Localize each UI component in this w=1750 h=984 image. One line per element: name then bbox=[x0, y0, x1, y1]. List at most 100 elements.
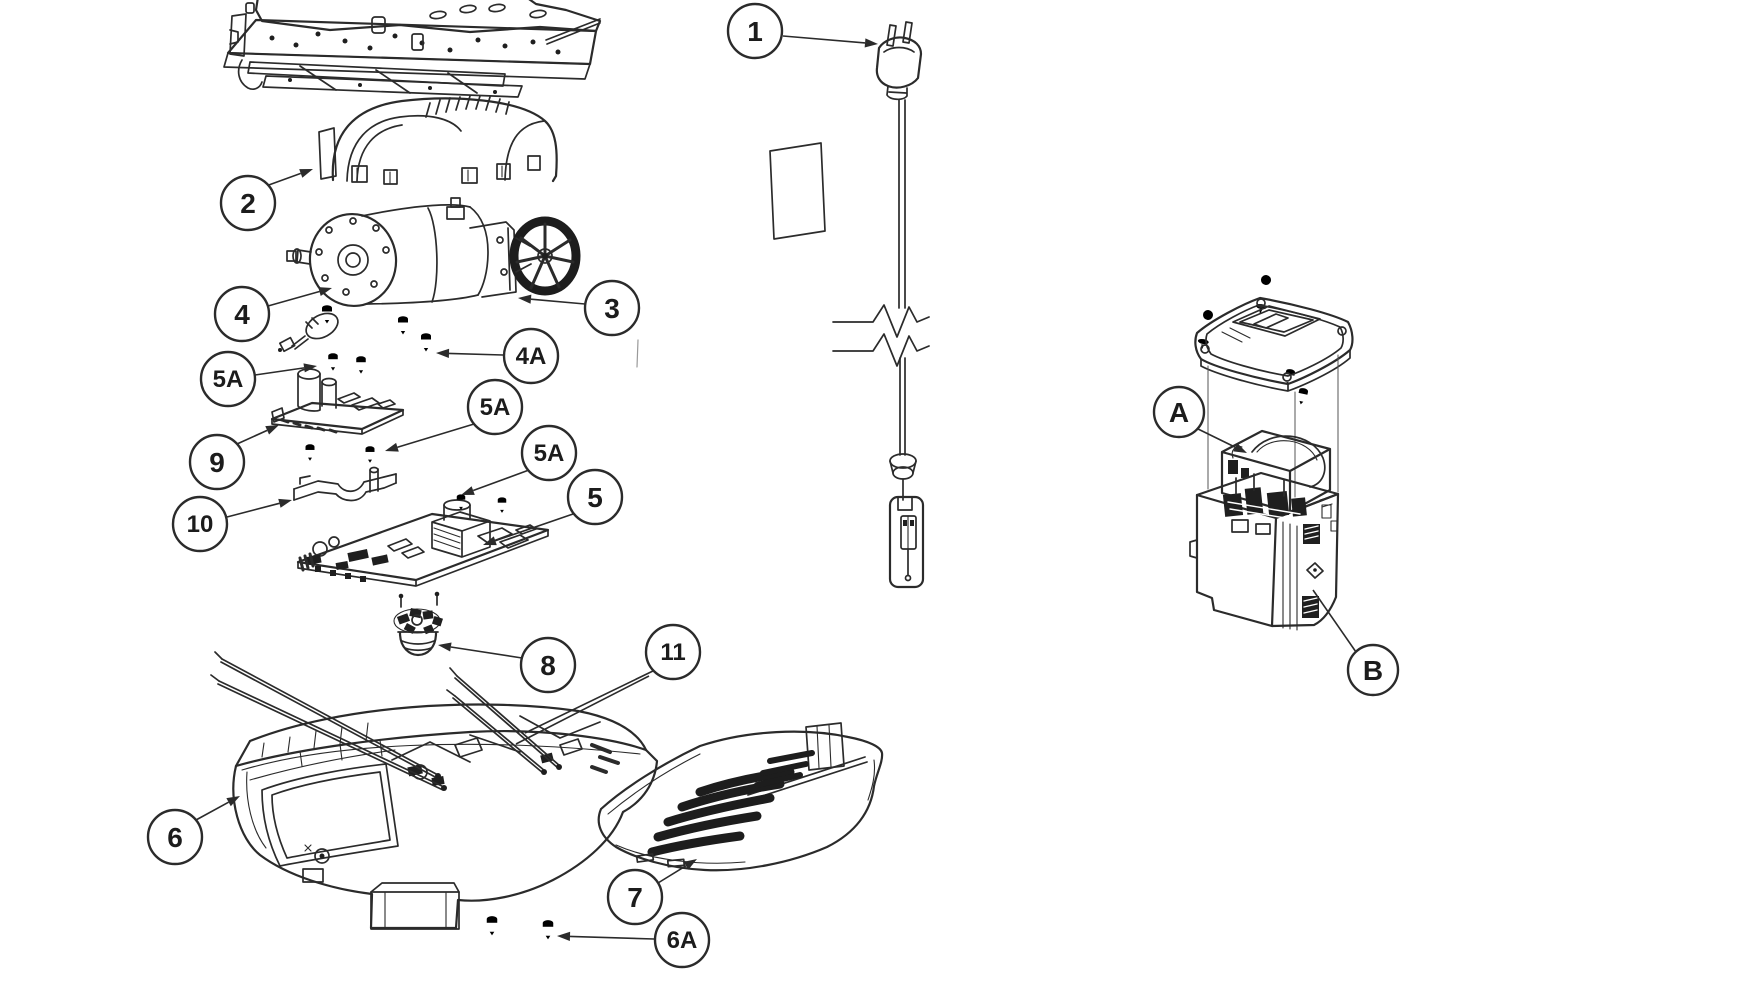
leader-arrowhead bbox=[318, 287, 332, 296]
leader-arrowhead bbox=[385, 442, 399, 452]
screw-5a-6 bbox=[497, 497, 507, 513]
motor-assembly bbox=[278, 197, 581, 353]
line-art bbox=[210, 0, 1354, 940]
callout-3-2: 3 bbox=[518, 279, 641, 337]
callout-circle bbox=[519, 636, 577, 694]
callout-label: 6 bbox=[167, 822, 183, 853]
leader-line bbox=[472, 469, 530, 492]
callout-circle bbox=[583, 279, 641, 337]
leader-arrowhead bbox=[436, 348, 450, 358]
callout-circle bbox=[146, 808, 204, 866]
screw-5a-5 bbox=[456, 494, 466, 510]
callout-label: 5 bbox=[587, 482, 603, 513]
callout-circle bbox=[171, 495, 229, 553]
screw-5a-2 bbox=[356, 356, 366, 374]
callout-circle bbox=[1346, 643, 1400, 697]
callout-label: 4A bbox=[516, 343, 547, 370]
battery-cover bbox=[1194, 296, 1354, 392]
screw-6a-1 bbox=[486, 916, 498, 936]
leader-arrowhead bbox=[226, 796, 240, 807]
leader-line bbox=[515, 675, 650, 745]
leader-arrowhead bbox=[299, 169, 313, 178]
callout-5-10: 5 bbox=[483, 468, 624, 546]
callout-circle bbox=[1152, 385, 1206, 439]
callout-label: 4 bbox=[234, 299, 250, 330]
callout-5a-5: 5A bbox=[199, 350, 317, 408]
receiver-board bbox=[270, 368, 405, 435]
battery-side-panel bbox=[1302, 496, 1338, 618]
callout-circle bbox=[199, 350, 257, 408]
leader-arrowhead bbox=[265, 425, 279, 435]
callout-11-12: 11 bbox=[515, 623, 702, 745]
leader-arrowhead bbox=[438, 642, 452, 652]
leader-line bbox=[1195, 427, 1236, 448]
screw-5a-4 bbox=[365, 446, 375, 463]
battery-screw-small-2 bbox=[1296, 387, 1309, 406]
callout-a-16: A bbox=[1152, 385, 1247, 453]
leader-arrowhead bbox=[483, 536, 497, 546]
callout-5a-9: 5A bbox=[461, 424, 578, 495]
leader-line bbox=[524, 669, 656, 734]
callout-label: 8 bbox=[540, 650, 556, 681]
callout-label: 10 bbox=[187, 511, 214, 538]
callout-circle bbox=[726, 2, 784, 60]
leader-line bbox=[1312, 589, 1357, 653]
callout-b-17: B bbox=[1312, 589, 1400, 697]
leader-arrowhead bbox=[864, 38, 878, 48]
leader-line bbox=[226, 502, 280, 518]
cord-tag bbox=[769, 142, 826, 240]
callout-2-1: 2 bbox=[219, 169, 313, 232]
break-mark-upper bbox=[832, 304, 930, 338]
leader-line bbox=[195, 801, 229, 821]
leader-line bbox=[782, 35, 866, 44]
callout-7-14: 7 bbox=[606, 859, 697, 926]
battery-backup-unit bbox=[1189, 274, 1354, 631]
leader-arrowhead bbox=[461, 486, 475, 495]
callout-circle bbox=[644, 623, 702, 681]
callout-circle bbox=[606, 868, 664, 926]
scan-artifact bbox=[636, 339, 639, 368]
leader-line bbox=[265, 172, 302, 187]
callout-label: 7 bbox=[627, 882, 643, 913]
screw-5a-1 bbox=[328, 353, 338, 371]
screw-5a-3 bbox=[305, 444, 315, 461]
rail-chassis-assembly bbox=[223, 0, 602, 98]
callout-circle bbox=[213, 285, 271, 343]
plug-prongs bbox=[886, 21, 913, 47]
plug-body bbox=[875, 36, 923, 89]
leader-arrowhead bbox=[518, 294, 532, 304]
callout-label: 5A bbox=[213, 366, 244, 393]
leader-arrowhead bbox=[557, 931, 571, 941]
callout-6-13: 6 bbox=[146, 796, 240, 866]
motor-cover bbox=[318, 95, 558, 185]
callout-5a-7: 5A bbox=[385, 378, 524, 452]
leader-line bbox=[657, 865, 687, 884]
callout-10-8: 10 bbox=[171, 495, 292, 553]
screw-4a bbox=[421, 333, 431, 352]
leader-line bbox=[236, 429, 268, 445]
leader-line bbox=[448, 352, 504, 356]
main-housing bbox=[232, 703, 659, 930]
callout-label: 3 bbox=[604, 293, 620, 324]
cord-connector-plate bbox=[888, 495, 925, 589]
callout-circle bbox=[188, 433, 246, 491]
callout-circle bbox=[502, 327, 560, 385]
callout-label: 5A bbox=[480, 394, 511, 421]
callout-8-11: 8 bbox=[438, 636, 577, 694]
leader-line bbox=[254, 367, 305, 376]
callout-6a-15: 6A bbox=[557, 911, 711, 969]
break-mark-lower bbox=[832, 333, 930, 367]
callout-circle bbox=[653, 911, 711, 969]
leader-line bbox=[569, 935, 655, 940]
callout-label: 11 bbox=[660, 639, 685, 666]
leader-arrowhead bbox=[278, 498, 292, 508]
cord-upper bbox=[898, 99, 906, 309]
callout-label: 9 bbox=[209, 447, 225, 478]
callout-label: 2 bbox=[240, 188, 256, 219]
mounting-bracket bbox=[293, 466, 397, 502]
callout-label: 6A bbox=[667, 927, 698, 954]
cord-lower bbox=[899, 357, 906, 456]
leader-line bbox=[530, 298, 586, 305]
